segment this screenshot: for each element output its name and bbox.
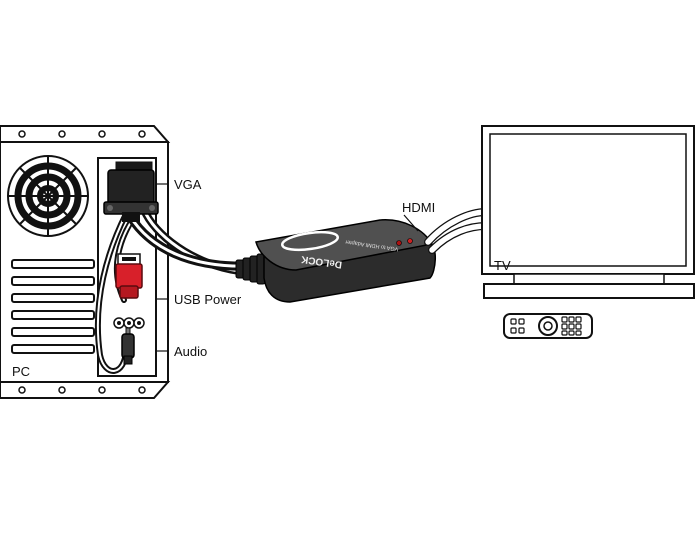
audio-jacks	[113, 317, 145, 329]
tv-label: TV	[494, 258, 511, 273]
pc-bottom-panel	[0, 381, 171, 399]
tv-stand-neck	[513, 273, 665, 285]
adapter-strain-relief	[235, 253, 266, 285]
audio-plug-icon	[121, 327, 135, 365]
adapter-power-led	[396, 240, 402, 246]
audio-label: Audio	[174, 344, 208, 359]
adapter-signal-led	[407, 238, 413, 244]
hdmi-leader-line	[403, 214, 419, 232]
vga-label: VGA	[174, 177, 202, 192]
tv-screen	[489, 133, 687, 267]
pc-top-screws	[18, 130, 146, 138]
hdmi-label: HDMI	[402, 200, 436, 215]
usb-plug-icon	[115, 253, 143, 299]
hdmi-cable	[424, 208, 490, 254]
pc-fan-grille-icon	[7, 155, 89, 237]
pc-label: PC	[12, 364, 31, 379]
label-leader-lines	[156, 183, 168, 352]
tv	[481, 125, 695, 299]
adapter-top-face	[255, 219, 434, 271]
usb-power-label: USB Power	[174, 292, 242, 307]
remote-control-icon	[503, 313, 593, 339]
adapter-logo-swoosh-icon	[281, 230, 339, 252]
tv-stand-base	[483, 283, 695, 299]
pc-vent-slots	[11, 259, 95, 354]
pc-bottom-screws	[18, 386, 146, 394]
vga-plug-icon	[103, 161, 159, 222]
vga-to-hdmi-adapter: DeLOCK VGA to HDMI Adapter	[235, 219, 436, 303]
